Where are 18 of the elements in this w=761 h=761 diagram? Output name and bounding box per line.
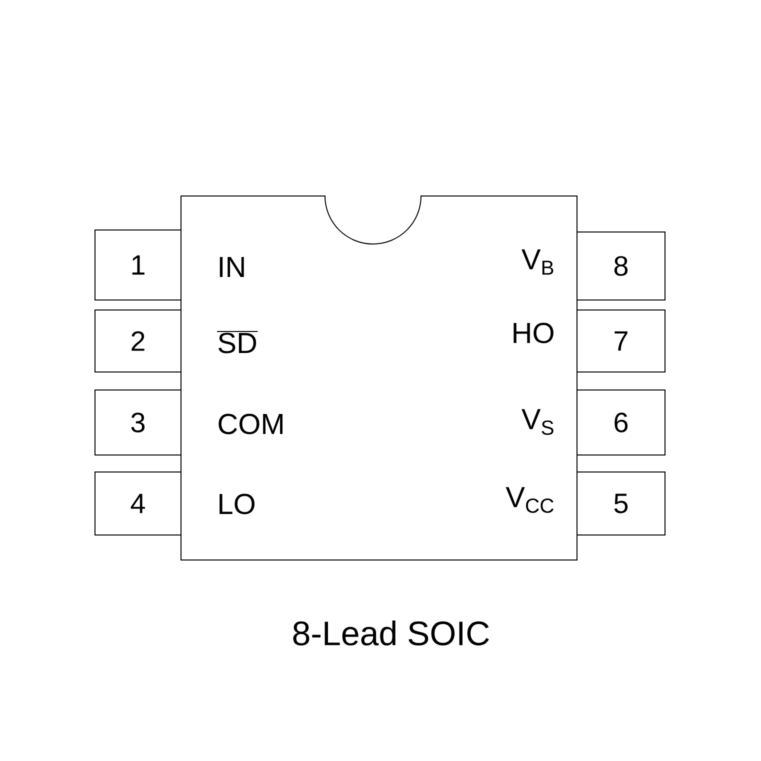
pin-box: 2 (94, 310, 182, 372)
pin-box: 1 (94, 230, 182, 300)
pin-box: 3 (94, 390, 182, 456)
pin-label: HO (514, 322, 554, 344)
pin-box: 7 (576, 310, 666, 372)
pin-label: V$_{S}$ (522, 409, 554, 435)
pin-box: 5 (576, 472, 666, 536)
pin-label: V$_{CC}$ (506, 487, 554, 513)
package-caption: 8-Lead SOIC (293, 620, 489, 646)
pin-label: LO (220, 494, 254, 514)
pin-label: SD (216, 331, 258, 354)
pin-label: IN (220, 257, 244, 277)
pin-box: 4 (94, 472, 182, 536)
pin-box: 6 (576, 390, 666, 456)
chip-body (180, 196, 578, 560)
pin-label: COM (218, 414, 282, 434)
pin-box: 8 (576, 232, 666, 300)
pin-label: V$_{B}$ (522, 249, 554, 275)
